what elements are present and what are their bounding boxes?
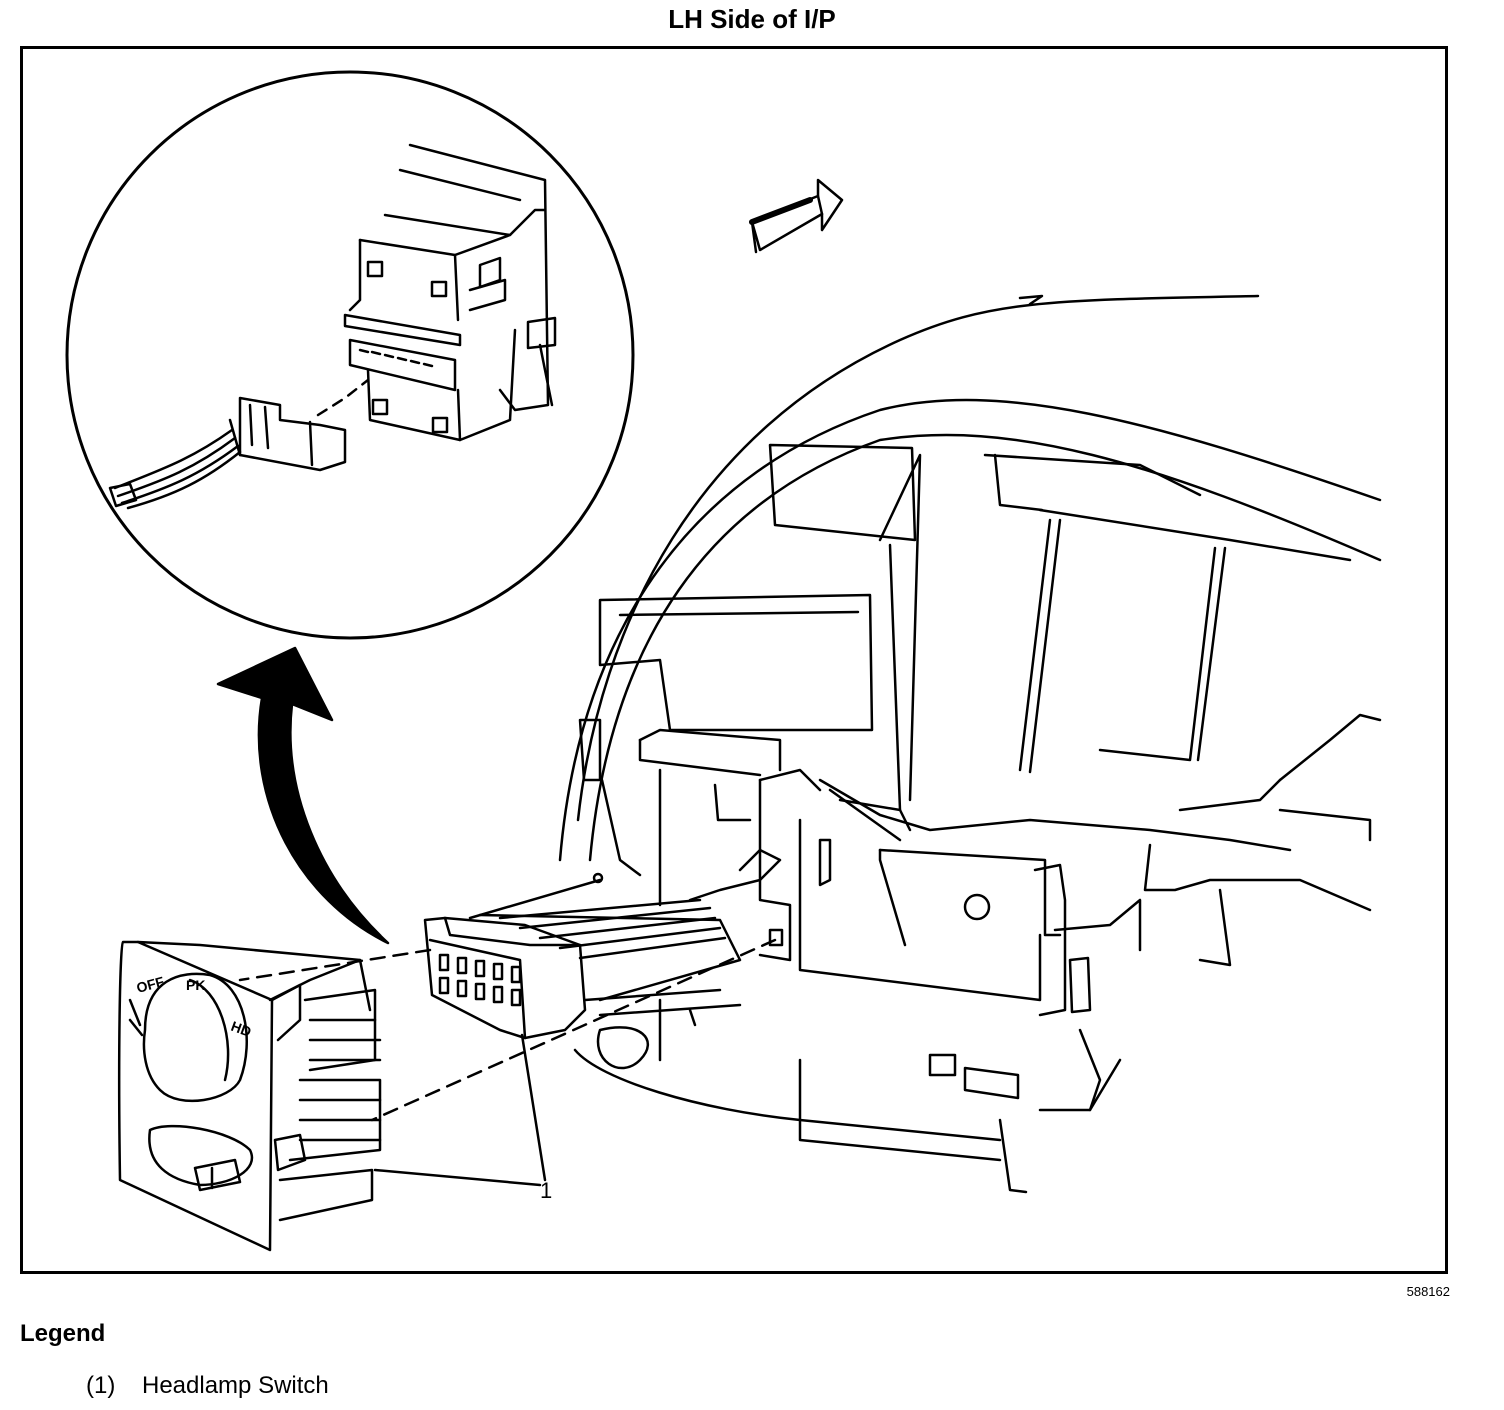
instrument-panel: [558, 294, 1382, 1194]
curved-arrow: [216, 646, 390, 945]
figure-id: 588162: [1406, 1284, 1450, 1299]
harness-connector: [423, 848, 784, 1040]
switch-marking-pk: PK: [186, 977, 205, 993]
legend-item: (1) Headlamp Switch: [86, 1372, 329, 1400]
callout-leader: [373, 1033, 547, 1187]
legend-heading: Legend: [20, 1320, 106, 1347]
switch-marking-off: OFF: [135, 973, 167, 996]
headlamp-switch: [117, 940, 382, 1252]
legend-item-text: Headlamp Switch: [142, 1372, 329, 1399]
legend-item-number: (1): [86, 1372, 116, 1399]
callout-1-label: 1: [540, 1178, 552, 1203]
direction-arrow: [749, 178, 844, 254]
switch-marking-hd: HD: [229, 1018, 253, 1040]
detail-circle: [65, 70, 635, 640]
illustration-frame: [20, 46, 1448, 1274]
page-title: LH Side of I/P: [668, 4, 836, 34]
